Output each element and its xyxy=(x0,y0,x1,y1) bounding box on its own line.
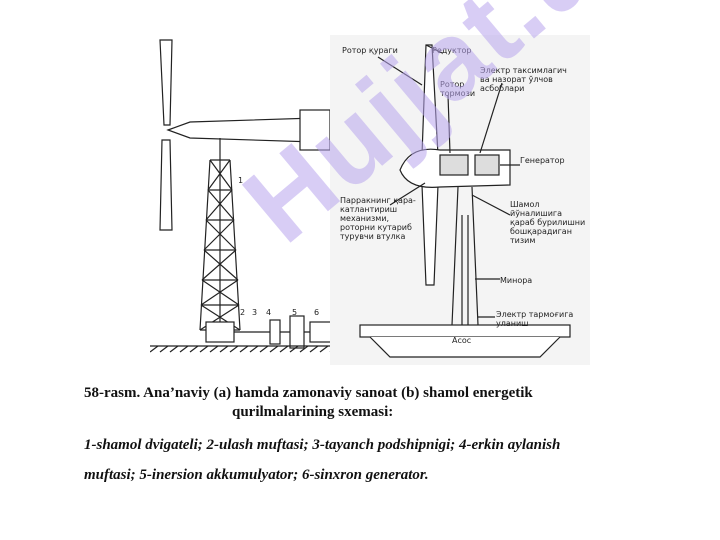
figure-b-modern-turbine xyxy=(330,35,590,365)
figure-a-label-6: 6 xyxy=(314,308,320,317)
label-base: Асос xyxy=(452,336,472,345)
figure-caption: 58-rasm. Ana’naviy (a) hamda zamonaviy s… xyxy=(84,384,644,422)
label-tower: Минора xyxy=(500,276,533,285)
figure-a-label-5: 5 xyxy=(292,308,298,317)
figure-a-traditional-turbine xyxy=(150,39,340,353)
label-control-device: Электр таксимлагич ва назорат ўлчов асбо… xyxy=(480,66,567,93)
figure-a-label-3: 3 xyxy=(252,308,258,317)
caption-line-2: qurilmalarining sxemasi: xyxy=(232,404,394,420)
label-pitch-mechanism: Парракнинг қара- катлантириш механизми, … xyxy=(340,196,416,241)
figure-a-label-4: 4 xyxy=(266,308,272,317)
label-reducer: Редуктор xyxy=(432,46,472,55)
label-electric-connection: Электр тармоғига уланиш xyxy=(496,310,574,328)
label-rotor-brake: Ротор тормози xyxy=(440,80,476,98)
legend-line-1: 1-shamol dvigateli; 2-ulash muftasi; 3-t… xyxy=(84,437,561,453)
figure-legend: 1-shamol dvigateli; 2-ulash muftasi; 3-t… xyxy=(84,430,664,490)
label-rotor-blade: Ротор қураги xyxy=(342,46,398,55)
figure-a-label-2: 2 xyxy=(240,308,246,317)
legend-line-2: muftasi; 5-inersion akkumulyator; 6-sinx… xyxy=(84,467,429,483)
figure-a-label-1: 1 xyxy=(238,176,244,185)
figure-area: 1 2 3 4 5 6 xyxy=(150,35,590,365)
caption-line-1: 58-rasm. Ana’naviy (a) hamda zamonaviy s… xyxy=(84,385,533,401)
label-yaw-system: Шамол йўналишига қараб бурилишни бошқара… xyxy=(510,200,586,245)
label-generator: Генератор xyxy=(520,156,565,165)
